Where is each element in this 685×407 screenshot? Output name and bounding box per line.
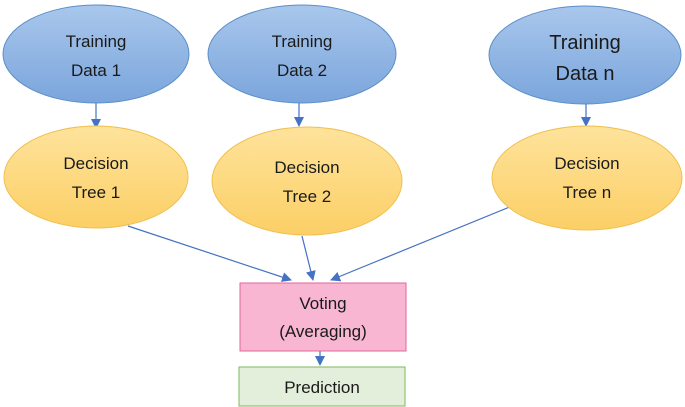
arrow-treen-to-voting bbox=[330, 205, 513, 282]
training-data-n-line2: Data n bbox=[556, 63, 615, 85]
training-data-2-line1: Training bbox=[272, 32, 333, 51]
arrow-tree1-to-voting bbox=[127, 225, 292, 282]
training-data-2-line2: Data 2 bbox=[277, 61, 327, 80]
decision-tree-n-line2: Tree n bbox=[563, 183, 612, 202]
decision-tree-2-line1: Decision bbox=[274, 158, 339, 177]
arrow-tree2-to-voting bbox=[301, 235, 316, 281]
decision-tree-2-node: Decision Tree 2 bbox=[211, 126, 403, 236]
decision-tree-2-line2: Tree 2 bbox=[283, 187, 332, 206]
training-data-1-node: Training Data 1 bbox=[2, 4, 190, 104]
decision-tree-1-line1: Decision bbox=[63, 154, 128, 173]
connectors bbox=[91, 103, 591, 366]
training-data-1-line1: Training bbox=[66, 32, 127, 51]
training-data-n-node: Training Data n bbox=[488, 5, 682, 105]
decision-tree-n-node: Decision Tree n bbox=[491, 125, 683, 231]
decision-tree-1-line2: Tree 1 bbox=[72, 183, 121, 202]
training-data-2-node: Training Data 2 bbox=[207, 4, 397, 104]
prediction-label: Prediction bbox=[284, 378, 360, 397]
training-data-1-line2: Data 1 bbox=[71, 61, 121, 80]
decision-tree-1-node: Decision Tree 1 bbox=[3, 125, 189, 229]
voting-node: Voting (Averaging) bbox=[239, 282, 407, 352]
decision-tree-n-line1: Decision bbox=[554, 154, 619, 173]
prediction-node: Prediction bbox=[238, 366, 406, 407]
training-data-n-line1: Training bbox=[549, 32, 621, 54]
voting-line2: (Averaging) bbox=[279, 322, 367, 341]
voting-line1: Voting bbox=[299, 294, 346, 313]
